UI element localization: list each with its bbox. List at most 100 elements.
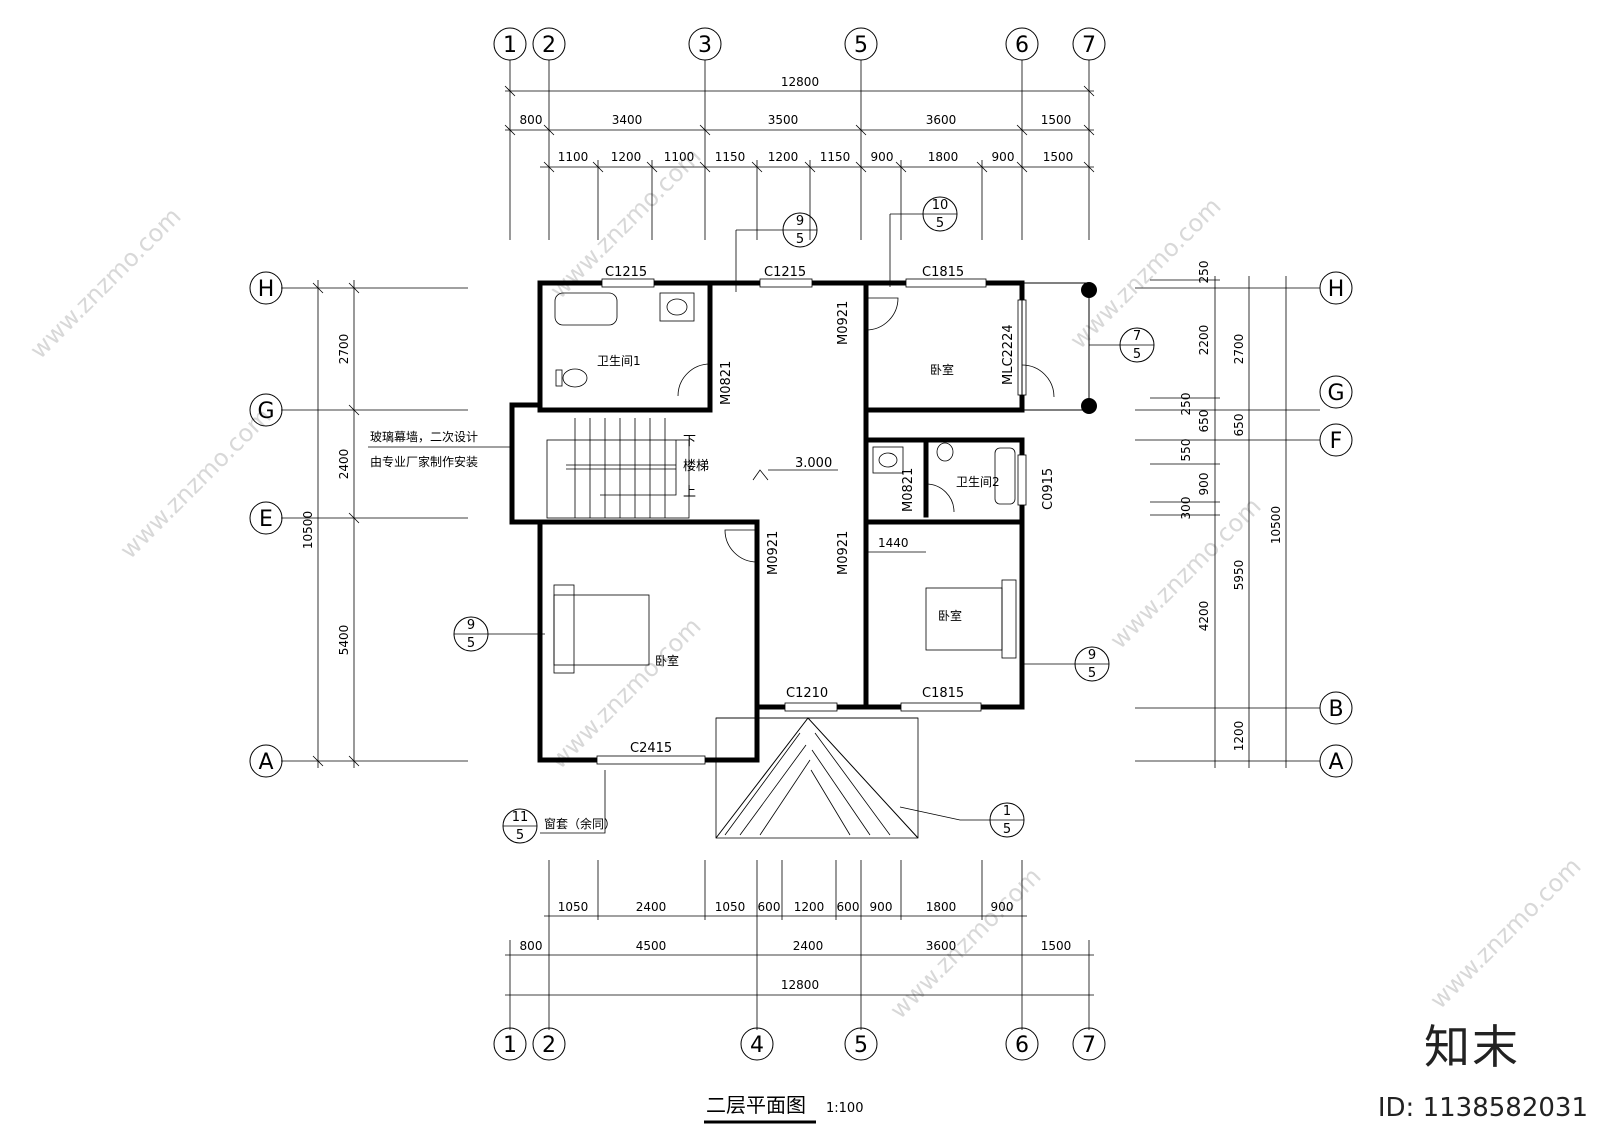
dim-top-detail: 1200 <box>611 150 642 164</box>
window-code: C1210 <box>786 686 828 701</box>
dim-bottom-mid: 3600 <box>926 939 957 953</box>
dim-right: 250 <box>1197 261 1211 284</box>
detail-ref-num: 11 <box>512 810 529 825</box>
watermark-text: www.znzmo.com <box>544 612 706 774</box>
detail-ref-num: 7 <box>1133 329 1141 344</box>
dim-right-total: 10500 <box>1269 506 1283 544</box>
room-label-bedroom: 卧室 <box>655 653 679 668</box>
detail-ref-num: 9 <box>1088 648 1096 663</box>
dim-top-mid: 1500 <box>1041 113 1072 127</box>
stair-down-label: 下 <box>683 434 696 449</box>
dim-top-mid: 3600 <box>926 113 957 127</box>
note-glass-wall-1: 玻璃幕墙，二次设计 <box>370 430 478 444</box>
watermark-text: www.znzmo.com <box>24 202 186 364</box>
left-axis: H G E A 10500 2700 2400 5400 <box>249 271 468 778</box>
dim-bottom-detail: 900 <box>991 900 1014 914</box>
dim-top-mid: 800 <box>520 113 543 127</box>
entry-roof <box>715 717 919 839</box>
floor-elevation: 3.000 <box>795 456 832 471</box>
drawing-title: 二层平面图 1:100 <box>704 1093 863 1124</box>
window-code: C1815 <box>922 686 964 701</box>
detail-ref-num: 1 <box>1003 804 1011 819</box>
door-code: M0921 <box>766 531 781 575</box>
dim-bottom-detail: 2400 <box>636 900 667 914</box>
dim-right: 650 <box>1197 410 1211 433</box>
dim-left: 5400 <box>337 625 351 656</box>
door-code: M0921 <box>836 301 851 345</box>
dim-right: 250 <box>1179 393 1193 416</box>
axis-label: G <box>1327 381 1344 406</box>
detail-ref-den: 5 <box>1003 822 1011 837</box>
axis-label: 1 <box>503 1033 517 1058</box>
axis-label: 5 <box>854 33 868 58</box>
axis-label: 1 <box>503 33 517 58</box>
right-axis: H G F B A 250 2200 250 650 550 900 300 4… <box>1135 261 1353 778</box>
axis-label: 5 <box>854 1033 868 1058</box>
dim-bottom-mid: 2400 <box>793 939 824 953</box>
door-code: M0821 <box>719 361 734 405</box>
brand-logo: 知末 <box>1424 1020 1520 1074</box>
window-code: C1215 <box>605 265 647 280</box>
window-code: C1215 <box>764 265 806 280</box>
dim-top-detail: 900 <box>871 150 894 164</box>
axis-label: 6 <box>1015 33 1029 58</box>
beds <box>553 579 1017 674</box>
room-label-bedroom: 卧室 <box>930 362 954 377</box>
dim-top-detail: 1800 <box>928 150 959 164</box>
dim-right-mid: 2700 <box>1232 334 1246 365</box>
top-dimensions: 12800 800 3400 3500 3600 1500 1100 1200 … <box>504 75 1095 240</box>
detail-ref-den: 5 <box>467 636 475 651</box>
dim-top-detail: 1150 <box>820 150 851 164</box>
dim-bottom-detail: 1800 <box>926 900 957 914</box>
dim-top-detail: 900 <box>992 150 1015 164</box>
dim-top-detail: 1500 <box>1043 150 1074 164</box>
detail-ref-den: 5 <box>936 216 944 231</box>
axis-label: H <box>258 277 275 302</box>
balcony <box>1021 282 1097 414</box>
axis-label: 2 <box>542 33 556 58</box>
watermark-text: www.znzmo.com <box>1424 852 1586 1014</box>
dim-total-top: 12800 <box>781 75 819 89</box>
axis-label: A <box>258 750 273 775</box>
dim-left: 2700 <box>337 334 351 365</box>
dim-bottom-detail: 600 <box>758 900 781 914</box>
axis-label: 4 <box>750 1033 764 1058</box>
dim-right: 900 <box>1197 473 1211 496</box>
dim-top-detail: 1200 <box>768 150 799 164</box>
window-code: MLC2224 <box>1001 324 1016 385</box>
top-axis-bubbles: 1 2 3 5 6 7 <box>493 27 1106 240</box>
dim-total-bottom: 12800 <box>781 978 819 992</box>
detail-ref-num: 10 <box>932 198 949 213</box>
axis-label: 7 <box>1082 1033 1096 1058</box>
room-label-bedroom: 卧室 <box>938 608 962 623</box>
drawing-title-text: 二层平面图 <box>706 1093 806 1117</box>
staircase: 下 楼梯 上 <box>546 418 709 519</box>
detail-ref-num: 9 <box>467 618 475 633</box>
dim-bottom-detail: 900 <box>870 900 893 914</box>
dim-right: 4200 <box>1197 601 1211 632</box>
image-id: ID: 1138582031 <box>1377 1093 1588 1123</box>
window-code: C2415 <box>630 741 672 756</box>
detail-ref-den: 5 <box>796 232 804 247</box>
window-code: C0915 <box>1041 468 1056 510</box>
axis-label: A <box>1328 750 1343 775</box>
axis-label: 3 <box>698 33 712 58</box>
door-code: M0821 <box>901 468 916 512</box>
dim-bottom-mid: 1500 <box>1041 939 1072 953</box>
note-window-trim: 窗套（余同） <box>544 816 616 831</box>
dim-top-detail: 1100 <box>558 150 589 164</box>
axis-label: H <box>1328 277 1345 302</box>
detail-ref-num: 9 <box>796 214 804 229</box>
dim-left: 2400 <box>337 449 351 480</box>
axis-label: B <box>1328 697 1343 722</box>
axis-label: 7 <box>1082 33 1096 58</box>
dim-bottom-detail: 600 <box>837 900 860 914</box>
stair-up-label: 上 <box>683 485 696 500</box>
dim-right-mid: 650 <box>1232 414 1246 437</box>
axis-label: G <box>257 399 274 424</box>
watermark-text: www.znzmo.com <box>114 402 276 564</box>
annotations: 玻璃幕墙，二次设计 由专业厂家制作安装 窗套（余同） <box>368 430 616 834</box>
axis-label: E <box>259 507 273 532</box>
room-label-bath1: 卫生间1 <box>597 354 641 368</box>
bathroom-fixtures <box>554 292 1016 505</box>
